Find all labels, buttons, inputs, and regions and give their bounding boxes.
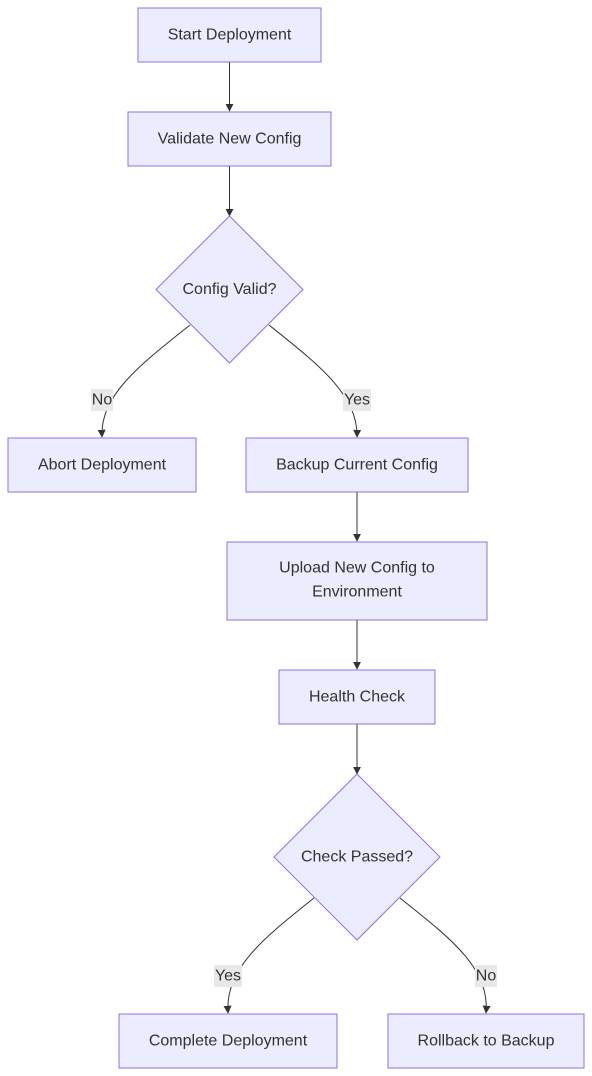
node-label: Backup Current Config [276, 457, 438, 474]
node-backup-current-config: Backup Current Config [245, 437, 469, 493]
edge-labels: No Yes Yes No [91, 389, 497, 987]
edge-check-passed-to-complete [223, 897, 315, 1014]
node-label: Validate New Config [158, 131, 302, 148]
node-upload-new-config: Upload New Config to Environment [226, 541, 488, 621]
edge-config-valid-to-backup [268, 324, 362, 438]
edge-check-passed-to-rollback [399, 897, 491, 1014]
node-label: Start Deployment [168, 27, 292, 44]
node-complete-deployment: Complete Deployment [118, 1013, 338, 1069]
edge-label-text: Yes [215, 968, 241, 985]
node-start-deployment: Start Deployment [137, 7, 322, 63]
node-validate-new-config: Validate New Config [127, 111, 332, 167]
node-abort-deployment: Abort Deployment [7, 437, 197, 493]
node-label: Complete Deployment [149, 1033, 308, 1050]
edge-label-config-valid-yes: Yes [343, 389, 371, 411]
node-label-line-2: Environment [312, 584, 402, 601]
node-label: Config Valid? [183, 281, 277, 298]
node-config-valid-decision: Config Valid? [155, 215, 304, 364]
edge-config-valid-to-abort [97, 324, 191, 438]
nodes: Start Deployment Validate New Config Con… [7, 7, 585, 1069]
edge-label-config-valid-no: No [91, 389, 113, 411]
edge-label-text: No [476, 968, 497, 985]
node-health-check: Health Check [278, 669, 436, 725]
node-rollback-to-backup: Rollback to Backup [387, 1013, 585, 1069]
node-check-passed-decision: Check Passed? [273, 773, 441, 941]
node-label-line-1: Upload New Config to [279, 560, 435, 577]
node-label: Abort Deployment [38, 457, 167, 474]
node-label: Check Passed? [301, 849, 413, 866]
node-label: Health Check [309, 689, 406, 706]
edge-label-text: Yes [344, 392, 370, 409]
node-label: Rollback to Backup [418, 1033, 555, 1050]
edge-label-check-passed-no: No [475, 965, 497, 987]
edge-label-text: No [92, 392, 113, 409]
edge-label-check-passed-yes: Yes [214, 965, 242, 987]
edges [97, 62, 491, 1014]
